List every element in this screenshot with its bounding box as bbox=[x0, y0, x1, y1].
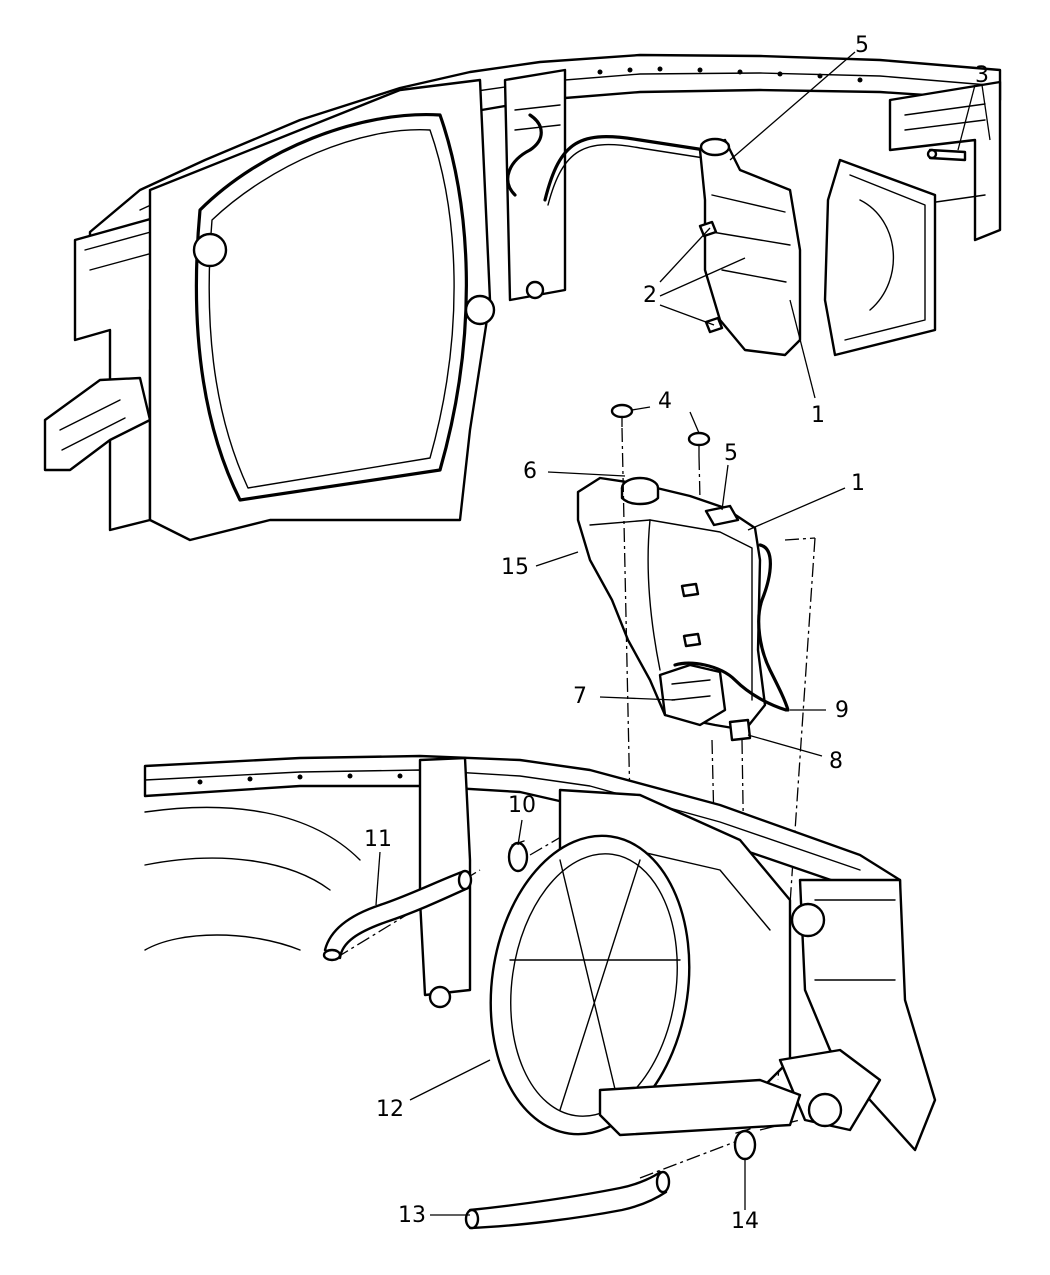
beam-holes bbox=[597, 66, 863, 83]
radiator-hose-11 bbox=[322, 869, 473, 962]
callout-15: 15 bbox=[501, 555, 529, 580]
upper-radiator-support-assembly bbox=[43, 53, 1002, 542]
callout-2: 2 bbox=[643, 283, 657, 308]
callout-labels: 5 3 2 1 4 6 5 1 15 7 9 8 10 11 12 13 14 bbox=[364, 33, 989, 1234]
callout-1-mid: 1 bbox=[851, 471, 865, 496]
callout-5-mid: 5 bbox=[724, 441, 738, 466]
callout-9: 9 bbox=[835, 698, 849, 723]
coolant-recovery-reservoir bbox=[576, 403, 790, 742]
push-pin-4a bbox=[610, 403, 634, 427]
leader-lines bbox=[375, 51, 991, 1216]
callout-13: 13 bbox=[398, 1203, 426, 1228]
callout-3: 3 bbox=[975, 63, 989, 88]
callout-7: 7 bbox=[573, 684, 587, 709]
callout-1-upper: 1 bbox=[811, 403, 825, 428]
push-pin-4b bbox=[687, 431, 711, 456]
callout-5-upper: 5 bbox=[855, 33, 869, 58]
callout-4: 4 bbox=[658, 389, 672, 414]
callout-8: 8 bbox=[829, 749, 843, 774]
callout-11: 11 bbox=[364, 827, 392, 852]
radiator-hose-13 bbox=[464, 1170, 671, 1230]
lower-radiator-support-assembly: MOPAR bbox=[143, 754, 937, 1230]
callout-10: 10 bbox=[508, 793, 536, 818]
callout-14: 14 bbox=[731, 1209, 759, 1234]
callout-6: 6 bbox=[523, 459, 537, 484]
hose-clamp-10 bbox=[507, 840, 529, 873]
callout-12: 12 bbox=[376, 1097, 404, 1122]
bolt-2a bbox=[698, 220, 718, 238]
hose-clamp-14 bbox=[733, 1128, 757, 1161]
